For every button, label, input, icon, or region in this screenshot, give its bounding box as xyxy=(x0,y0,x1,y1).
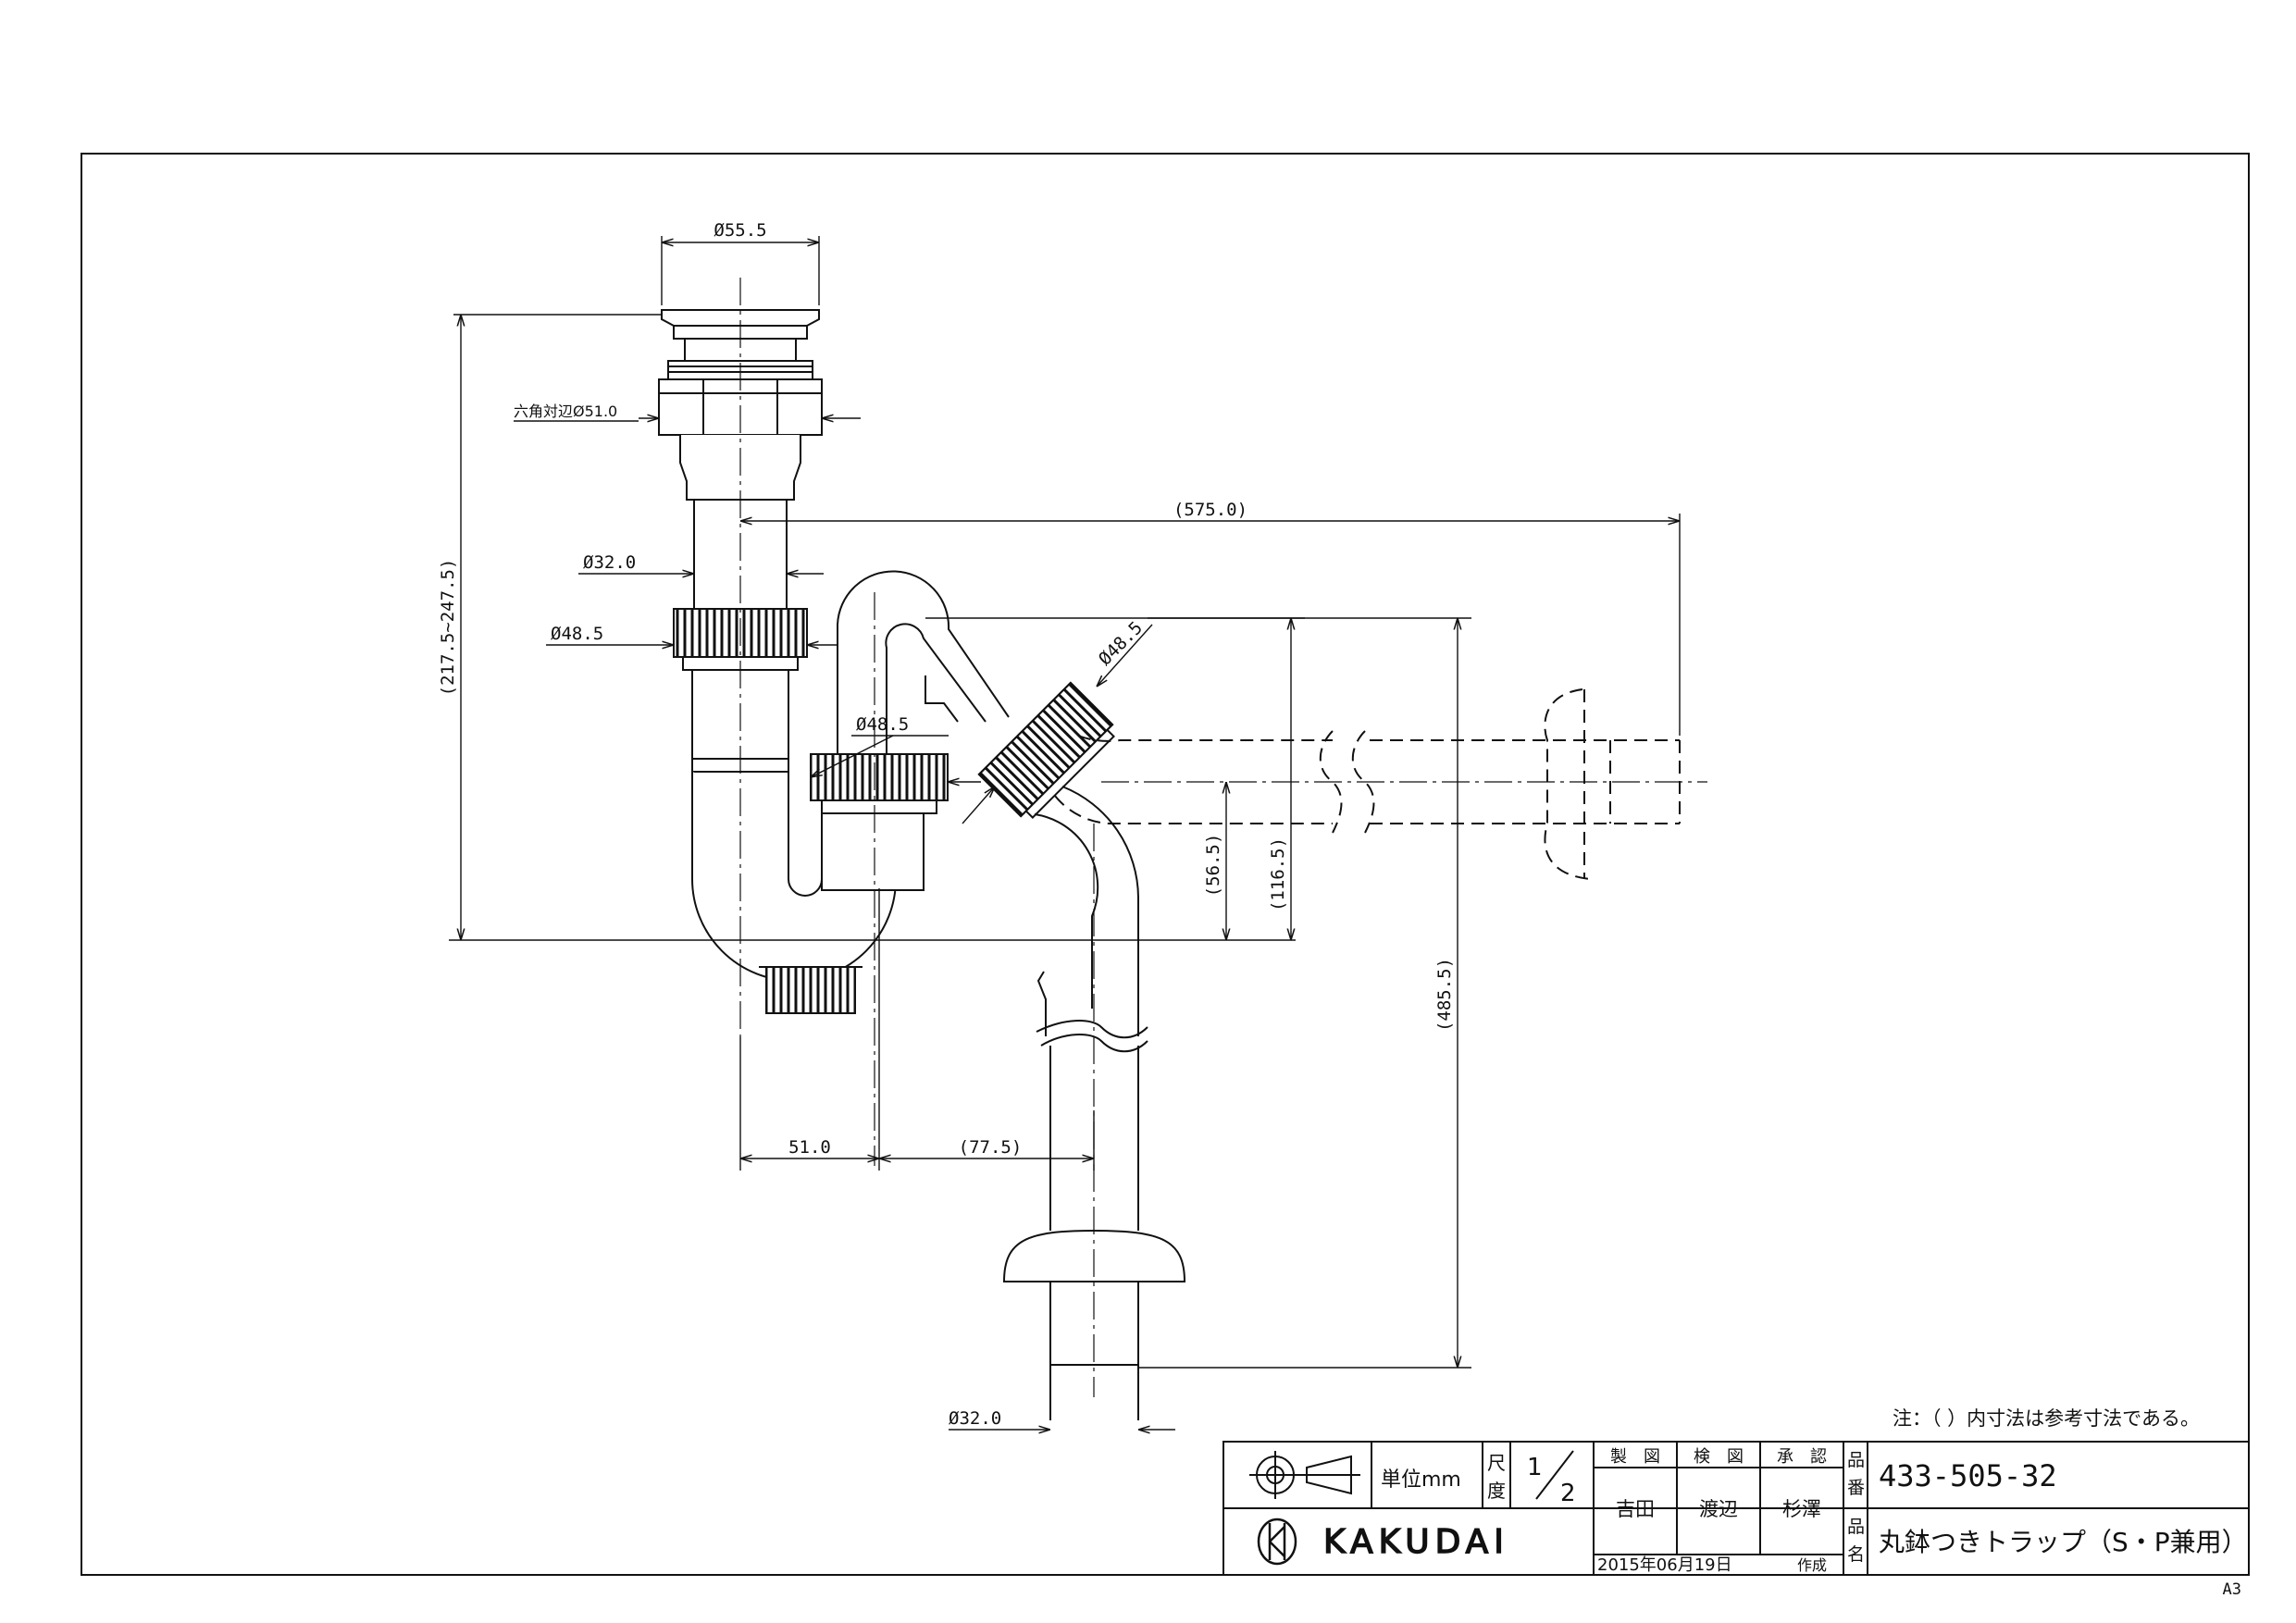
unit-label: 単位mm xyxy=(1381,1468,1461,1492)
dim-nut-dia-angled: Ø48.5 xyxy=(1095,618,1147,670)
part-no-label-top: 品 xyxy=(1847,1450,1865,1470)
part-name-label-bottom: 名 xyxy=(1847,1544,1865,1565)
dim-485-5: (485.5) xyxy=(1434,958,1455,1032)
part-no-label-bottom: 番 xyxy=(1847,1478,1865,1498)
dim-116-5: (116.5) xyxy=(1268,837,1288,911)
scale-label-top: 尺 xyxy=(1487,1452,1506,1474)
scale-denominator: 2 xyxy=(1560,1480,1576,1507)
name-approved: 杉澤 xyxy=(1782,1498,1821,1520)
dim-51-0: 51.0 xyxy=(788,1137,831,1158)
projection-symbol-icon xyxy=(1249,1451,1360,1499)
dim-hex: 六角対辺Ø51.0 xyxy=(514,403,617,420)
title-block xyxy=(1222,1441,2250,1576)
part-name: 丸鉢つきトラップ（S・P兼用） xyxy=(1879,1527,2248,1557)
part-number: 433-505-32 xyxy=(1879,1458,2057,1493)
role-approved: 承 認 xyxy=(1777,1447,1827,1467)
dim-horizontal-length: (575.0) xyxy=(1173,500,1247,520)
p-trap-outline xyxy=(1054,688,1681,880)
created-suffix: 作成 xyxy=(1797,1556,1827,1574)
dim-bottom-dia: Ø32.0 xyxy=(949,1408,1001,1429)
role-checked: 検 図 xyxy=(1694,1447,1744,1467)
scale-numerator: 1 xyxy=(1527,1454,1543,1481)
sheet-border xyxy=(81,153,2250,1576)
dim-pipe-dia: Ø32.0 xyxy=(583,552,636,573)
name-drafted: 吉田 xyxy=(1616,1498,1655,1520)
title-block-text: 単位mm 尺 度 1 2 製 図 検 図 承 認 吉田 渡辺 杉澤 品 番 43… xyxy=(1322,1447,2248,1575)
reference-note: 注：（ ）内寸法は参考寸法である。 xyxy=(1893,1407,2200,1430)
dim-56-5: (56.5) xyxy=(1203,834,1223,898)
dim-top-dia: Ø55.5 xyxy=(714,220,766,241)
dim-77-5: (77.5) xyxy=(959,1137,1023,1158)
company-name: KAKUDAI xyxy=(1323,1523,1509,1561)
trap-drawing xyxy=(658,309,1186,1420)
center-lines xyxy=(739,278,1707,1397)
created-date: 2015年06月19日 xyxy=(1597,1555,1732,1575)
role-drafted: 製 図 xyxy=(1610,1447,1660,1467)
scale-label-bottom: 度 xyxy=(1487,1480,1506,1502)
kakudai-logo-icon xyxy=(1257,1518,1297,1566)
dimension-labels: Ø55.5 六角対辺Ø51.0 Ø32.0 Ø48.5 Ø48.5 Ø48.5 … xyxy=(438,220,1455,1429)
part-name-label-top: 品 xyxy=(1847,1517,1865,1537)
name-checked: 渡辺 xyxy=(1699,1498,1738,1520)
dimension-lines xyxy=(449,236,1681,1430)
dim-nut-dia: Ø48.5 xyxy=(551,624,603,644)
dim-vertical-range: (217.5~247.5) xyxy=(438,559,458,697)
sheet-size: A3 xyxy=(2223,1580,2241,1599)
dim-nut-dia-mid: Ø48.5 xyxy=(856,714,909,735)
